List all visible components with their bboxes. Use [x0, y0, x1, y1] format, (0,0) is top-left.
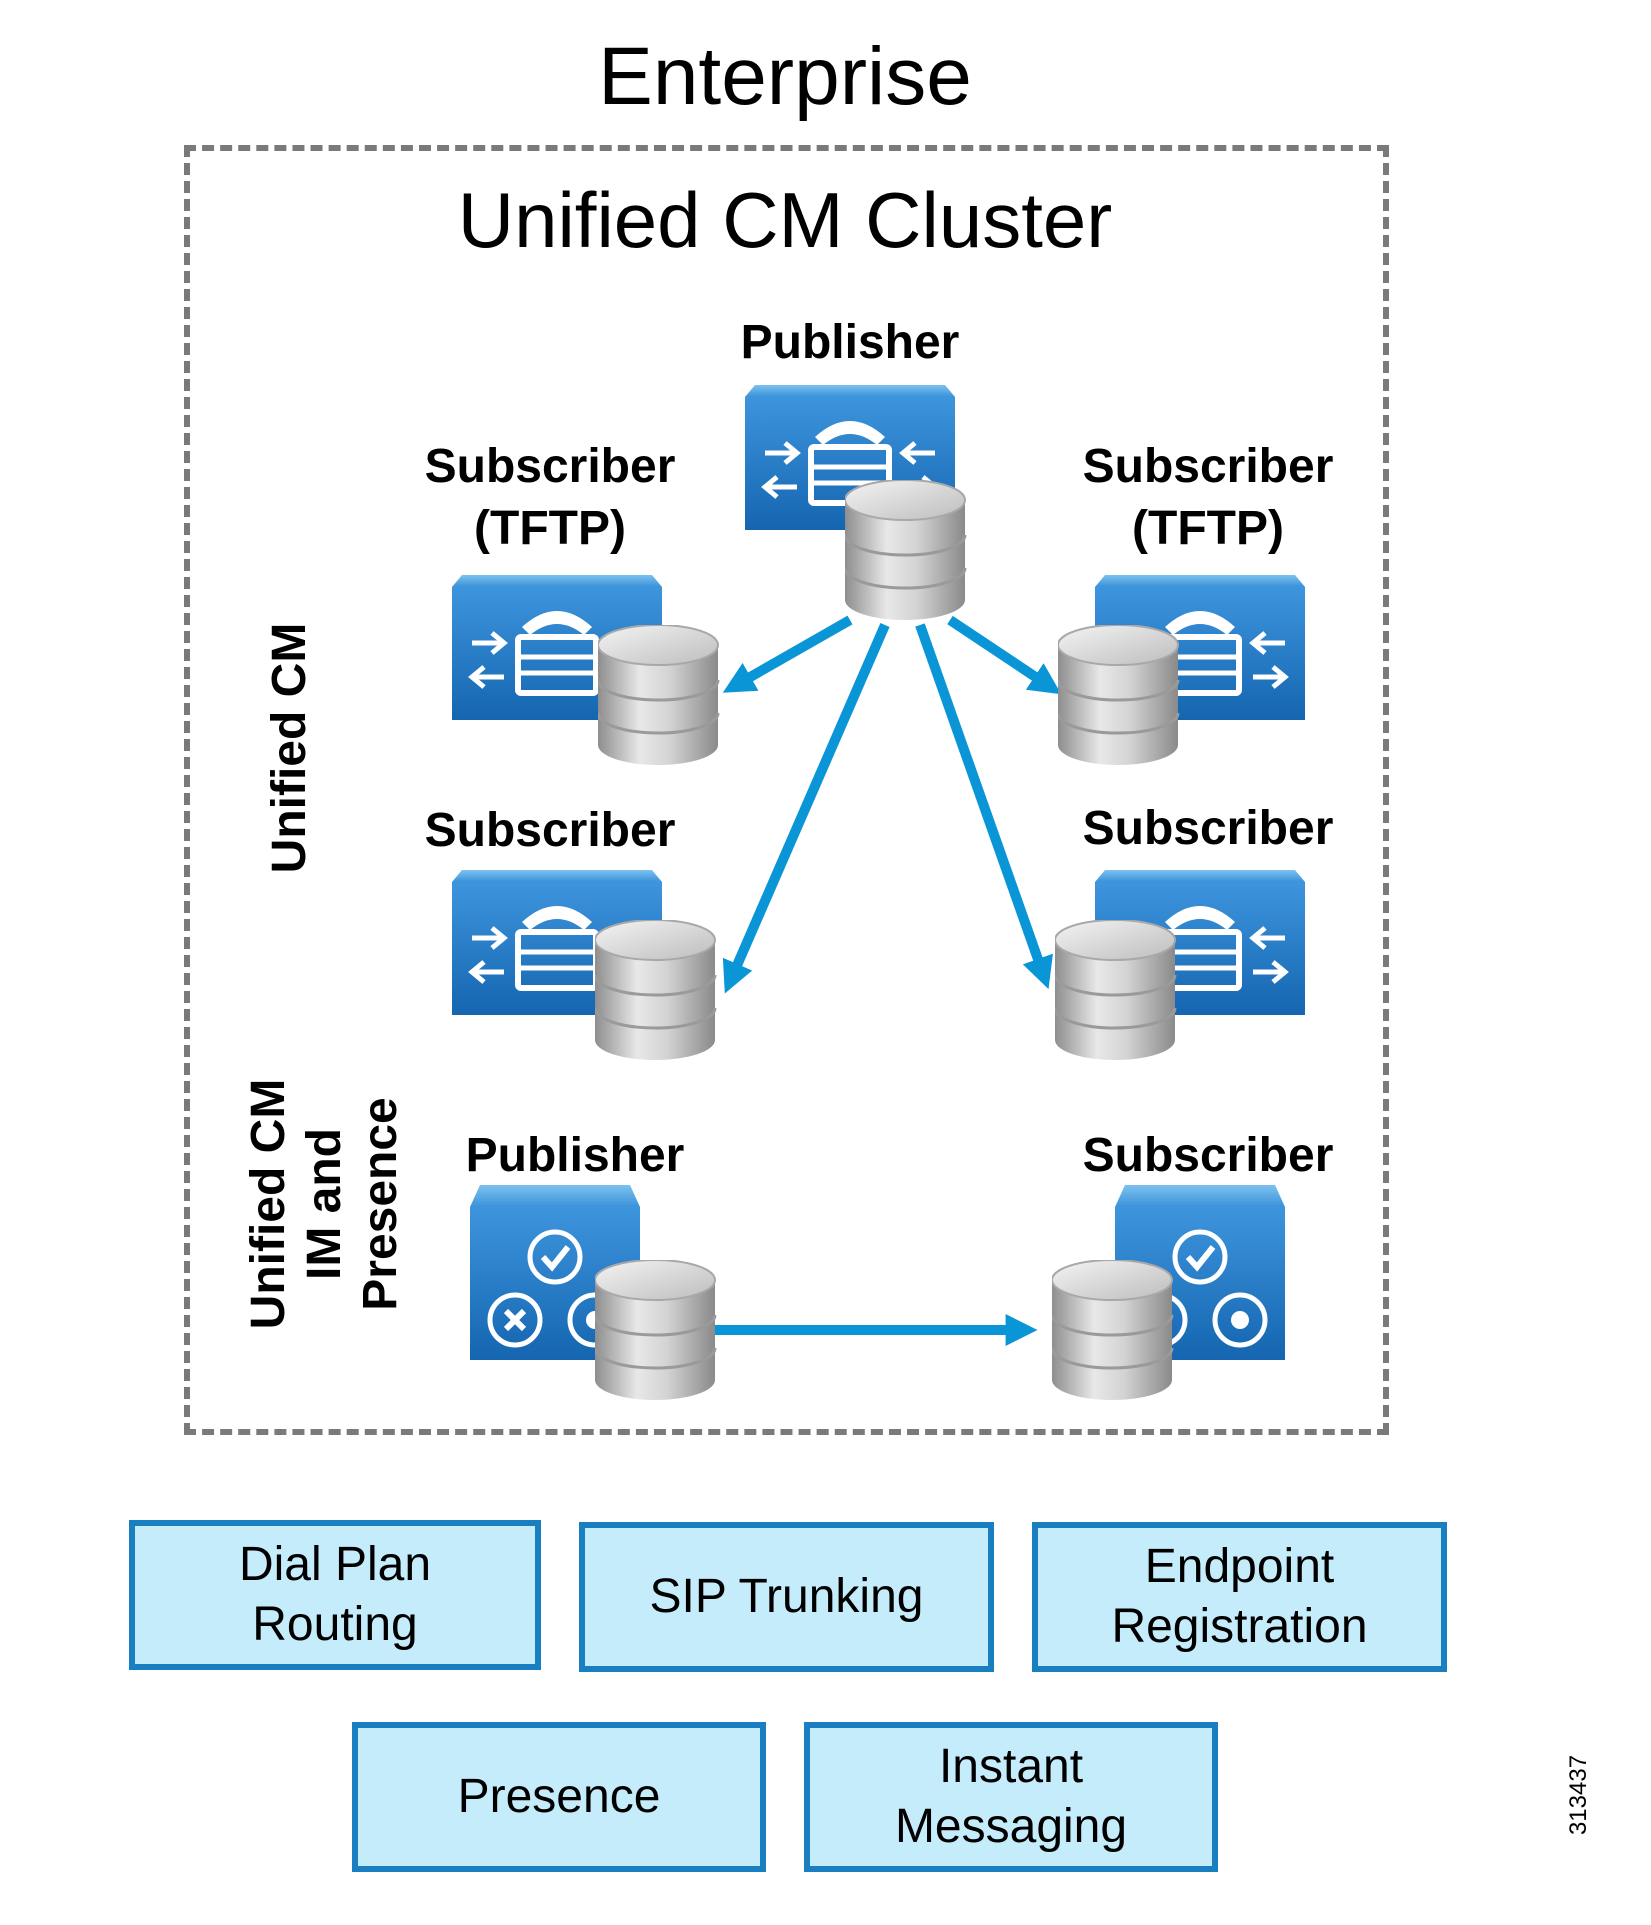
imp-publisher-database-icon [595, 1260, 717, 1402]
function-dial-plan-routing: Dial Plan Routing [129, 1520, 541, 1670]
arrow-pub-to-tftp-left [722, 615, 853, 693]
cm-sub-tftp-left-label: Subscriber (TFTP) [400, 436, 700, 560]
function-endpoint-registration-line-2: Registration [1111, 1600, 1368, 1653]
figure-id: 313437 [1565, 1754, 1592, 1836]
cm-sub-right-label: Subscriber [1082, 802, 1334, 855]
cm-sub-right-database-icon [1055, 920, 1177, 1062]
function-instant-messaging-line-1: Instant [938, 1740, 1084, 1793]
function-endpoint-registration-line-1: Endpoint [1144, 1540, 1335, 1593]
imp-subscriber-label: Subscriber [1082, 1129, 1334, 1182]
arrow-pub-to-sub-right [915, 623, 1053, 990]
cm-sub-tftp-right-line-1: Subscriber [1082, 440, 1334, 493]
function-sip-trunking-line-1: SIP Trunking [649, 1570, 924, 1623]
cm-sub-left-label: Subscriber [424, 804, 676, 857]
function-presence: Presence [352, 1722, 766, 1872]
function-instant-messaging-line-2: Messaging [894, 1800, 1128, 1853]
cm-sub-tftp-left-line-1: Subscriber [424, 440, 676, 493]
function-instant-messaging: Instant Messaging [804, 1722, 1218, 1872]
function-dial-plan-routing-line-1: Dial Plan [238, 1538, 432, 1591]
function-endpoint-registration: Endpoint Registration [1032, 1522, 1447, 1672]
function-presence-line-1: Presence [457, 1770, 661, 1823]
cm-sub-tftp-left-line-2: (TFTP) [474, 502, 626, 555]
function-dial-plan-routing-line-2: Routing [252, 1598, 418, 1651]
arrow-pub-to-tftp-right [947, 615, 1062, 695]
cm-sub-tftp-right-line-2: (TFTP) [1132, 502, 1284, 555]
enterprise-title: Enterprise [598, 31, 972, 122]
cm-publisher-label: Publisher [740, 316, 960, 369]
cm-sub-left-database-icon [595, 920, 717, 1062]
cm-sub-tftp-right-database-icon [1058, 625, 1180, 767]
cm-sub-tftp-right-label: Subscriber (TFTP) [1058, 436, 1358, 560]
function-sip-trunking: SIP Trunking [579, 1522, 994, 1672]
arrow-pub-to-sub-left [722, 623, 890, 994]
cluster-title: Unified CM Cluster [457, 176, 1113, 264]
imp-subscriber-database-icon [1052, 1260, 1174, 1402]
cluster-boundary [184, 145, 1389, 1435]
cm-sub-tftp-left-database-icon [598, 625, 720, 767]
imp-publisher-label: Publisher [465, 1129, 685, 1182]
cm-publisher-database-icon [845, 480, 967, 622]
